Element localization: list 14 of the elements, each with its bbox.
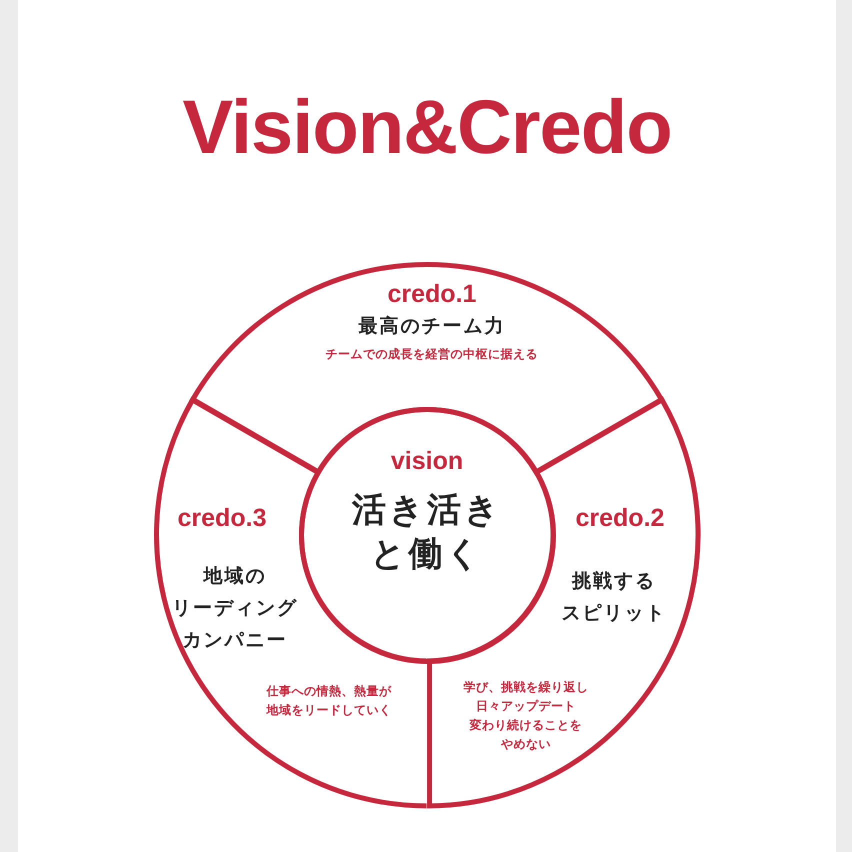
vision-label: vision [390,448,464,476]
section-label: credo.3 [176,504,268,532]
section-title: 挑戦するスピリット [560,568,668,626]
section-label: credo.1 [386,281,478,308]
title: Vision&Credo [182,90,672,166]
vision-statement: 活き活きと働く [350,489,503,576]
ring-segment [188,262,666,476]
section-label: credo.2 [574,504,666,532]
description: 学び、挑戦を繰り返し日々アップデート変わり続けることをやめない [462,678,590,753]
center-circle [298,406,556,664]
section-title: 最高のチーム力 [357,314,506,339]
description: 仕事への情熱、熱量が地域をリードしていく [265,682,392,719]
description: チームでの成長を経営の中枢に据える [324,346,540,363]
section-title: 地域のリーディングカンパニー [171,564,299,653]
